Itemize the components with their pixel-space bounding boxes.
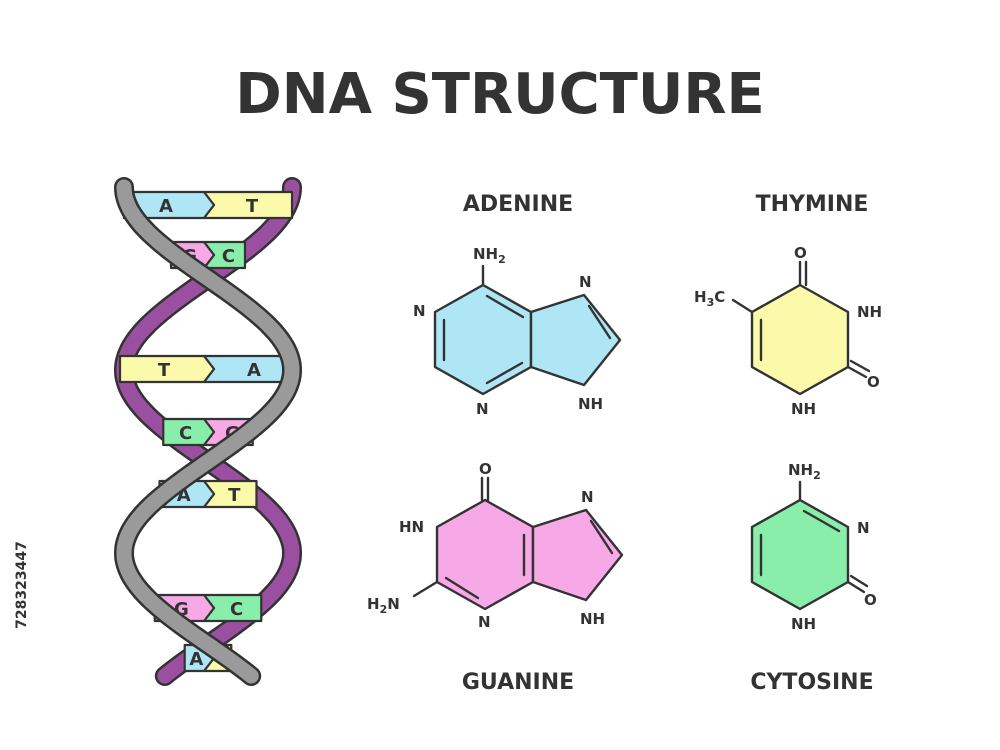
thymine-atom-o: O xyxy=(867,373,880,391)
guanine-double-bond xyxy=(589,519,614,555)
adenine-atom-nh2: NH2 xyxy=(473,245,506,266)
base-left-block xyxy=(118,354,216,384)
adenine-name: ADENINE xyxy=(463,192,573,217)
page-title: DNA STRUCTURE xyxy=(235,62,764,127)
guanine-molecule: O HN H2N N N NH GUANINE xyxy=(367,460,624,695)
base-left-letter: C xyxy=(179,423,192,444)
guanine-atom-hn: HN xyxy=(399,518,424,536)
guanine-five-ring xyxy=(531,508,624,602)
cytosine-atom-o: O xyxy=(864,591,877,609)
thymine-atom-ch3: H3C xyxy=(694,288,725,309)
base-right-letter: C xyxy=(222,246,235,267)
thymine-atom-nh: NH xyxy=(791,400,816,418)
adenine-double-bond xyxy=(485,294,525,319)
guanine-six-ring xyxy=(435,498,535,611)
thymine-molecule: THYMINE O H3C NH O NH xyxy=(694,192,882,418)
stock-id-label: 728323447 xyxy=(10,515,34,655)
guanine-atom-h2n: H2N xyxy=(367,595,400,616)
thymine-carbonyl-bond xyxy=(849,359,871,373)
adenine-atom-n: N xyxy=(476,400,489,418)
thymine-name: THYMINE xyxy=(756,192,869,217)
adenine-five-ring xyxy=(529,293,622,387)
base-right-letter: T xyxy=(246,196,259,217)
cytosine-six-ring xyxy=(750,498,850,611)
thymine-atom-nh: NH xyxy=(857,303,882,321)
cytosine-double-bond xyxy=(802,509,841,533)
thymine-atom-o: O xyxy=(794,244,807,262)
thymine-carbonyl-bond xyxy=(846,365,868,379)
cytosine-atom-nh2: NH2 xyxy=(788,461,821,482)
cytosine-carbonyl-bond xyxy=(849,574,869,588)
adenine-six-ring xyxy=(433,283,533,396)
guanine-atom-n: N xyxy=(581,488,594,506)
backbone-strand-gray-inner xyxy=(116,179,300,684)
base-right-letter: C xyxy=(230,599,243,620)
guanine-atom-n: N xyxy=(478,613,491,631)
cytosine-atom-nh: NH xyxy=(791,615,816,633)
thymine-six-ring xyxy=(750,283,850,396)
base-left-block xyxy=(162,417,216,447)
guanine-atom-nh: NH xyxy=(580,610,605,628)
adenine-double-bond xyxy=(587,304,612,340)
guanine-name: GUANINE xyxy=(462,670,574,695)
adenine-atom-n: N xyxy=(413,302,426,320)
adenine-molecule: ADENINE NH2 N N N NH xyxy=(413,192,622,418)
guanine-amine-bond xyxy=(412,580,439,598)
cytosine-molecule: NH2 N O NH CYTOSINE xyxy=(750,461,876,695)
adenine-atom-nh: NH xyxy=(578,395,603,413)
cytosine-atom-n: N xyxy=(857,519,870,537)
stock-id-text: 728323447 xyxy=(14,541,30,629)
adenine-atom-n: N xyxy=(579,273,592,291)
base-left-letter: A xyxy=(189,649,203,670)
base-left-letter: T xyxy=(158,360,171,381)
adenine-double-bond xyxy=(485,361,524,385)
guanine-double-bond xyxy=(444,576,480,600)
base-left-letter: A xyxy=(159,196,173,217)
cytosine-carbonyl-bond xyxy=(846,580,866,594)
thymine-methyl-bond xyxy=(731,298,754,314)
base-right-letter: T xyxy=(228,485,241,506)
guanine-atom-o: O xyxy=(479,460,492,478)
cytosine-name: CYTOSINE xyxy=(750,670,873,695)
base-right-letter: A xyxy=(247,360,261,381)
